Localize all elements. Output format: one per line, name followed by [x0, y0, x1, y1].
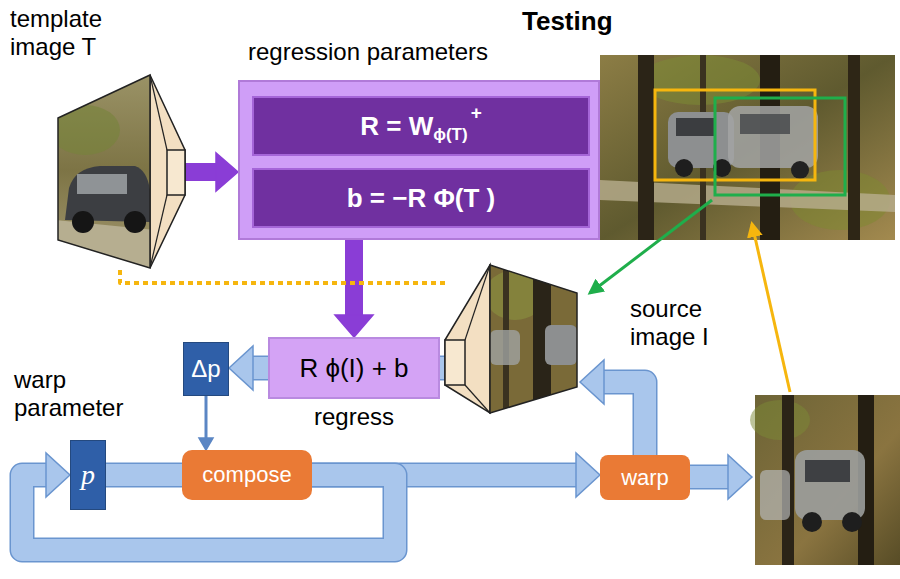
arrow-head: [46, 453, 70, 497]
orange-pointer: [752, 224, 790, 392]
parameter-box: p: [70, 440, 106, 510]
connector: [106, 475, 182, 476]
connector: [335, 240, 373, 337]
regress-box: R ϕ(I) + bregress: [268, 337, 440, 399]
warp-box: warp: [600, 455, 690, 500]
template-frustum: [55, 70, 185, 270]
source-frustum: [445, 255, 580, 415]
node-text: regression parameters: [248, 38, 488, 66]
node-text: p: [81, 459, 95, 491]
connector: [185, 153, 238, 191]
scene-image: [600, 55, 895, 240]
connector: [580, 360, 645, 455]
green-pointer: [590, 200, 712, 293]
node-text: R ϕ(I) + b: [299, 353, 408, 384]
node-text: regress: [270, 403, 438, 431]
regression-parameters-box: regression parametersR = Wϕ(T)+b = −R Φ(…: [238, 80, 600, 240]
arrow-head: [216, 153, 238, 191]
node-text: compose: [202, 462, 291, 488]
node-text: +: [471, 102, 482, 124]
connector: [120, 270, 445, 283]
connector-line: [120, 270, 445, 283]
arrow-head: [199, 438, 213, 450]
connector-line: [205, 396, 208, 440]
compose-box: compose: [182, 450, 312, 500]
connector: [199, 396, 213, 450]
delta-box: Δp: [183, 342, 229, 396]
formula-box: b = −R Φ(T ): [252, 168, 590, 228]
node-text: Δp: [191, 355, 220, 383]
source-image: source image I: [445, 255, 580, 415]
output-image: [750, 395, 900, 565]
node-text: warp: [621, 465, 669, 491]
arrow-head: [576, 453, 600, 497]
connector: [229, 346, 268, 390]
connector-outline: [106, 463, 182, 488]
diagram-title: Testing: [522, 6, 613, 37]
connector-line: [106, 464, 182, 486]
connector-line: [345, 240, 363, 317]
output-flow-arrow: [690, 455, 752, 499]
arrow-head: [580, 360, 604, 404]
template-image: template image T: [55, 70, 185, 270]
arrow-head: [229, 346, 253, 390]
node-text: template image T: [10, 5, 130, 61]
connector-line: [185, 163, 218, 181]
node-text: source image I: [630, 295, 740, 351]
connector-outline: [602, 382, 645, 455]
node-text: R = W: [360, 111, 433, 142]
node-text: b = −R Φ(T ): [347, 183, 495, 214]
formula-box: R = Wϕ(T)+: [252, 96, 590, 156]
arrow-head: [335, 315, 373, 337]
connector-line: [602, 382, 645, 455]
node-text: ϕ(T): [433, 125, 467, 145]
side-label: warp parameter: [14, 366, 134, 422]
